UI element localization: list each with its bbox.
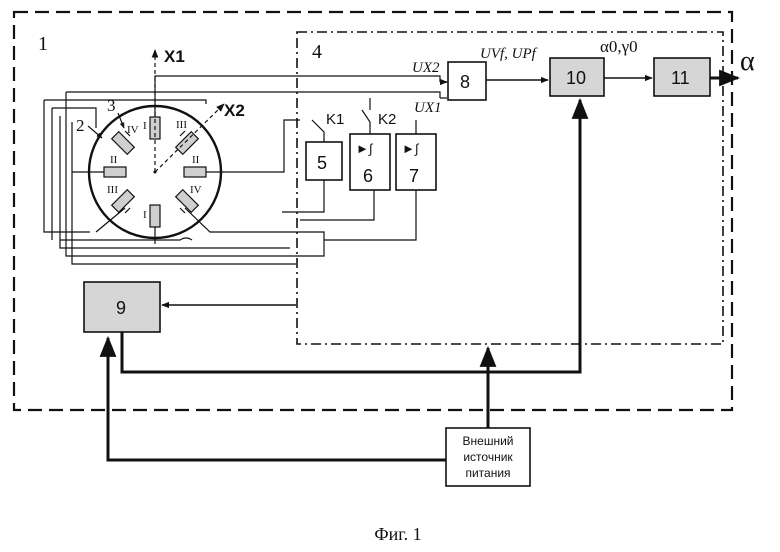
sensor-label-upper-left: IV — [127, 124, 139, 136]
power-supply-line-1: Внешний — [463, 434, 514, 448]
sensor-label-upper-right: III — [176, 119, 187, 131]
sensor-label-lower-left: III — [107, 184, 118, 196]
block-8-label: 8 — [460, 72, 470, 92]
label-frame-1: 1 — [38, 33, 48, 55]
figure-caption: Фиг. 1 — [374, 524, 421, 544]
sensor-label-lower-right: IV — [190, 184, 202, 196]
sensor-label-left: II — [110, 154, 118, 166]
sensor-label-top: I — [143, 120, 147, 132]
block-9-label: 9 — [116, 298, 126, 318]
switch-k2-label: K2 — [378, 111, 396, 128]
block-11-label: 11 — [671, 68, 690, 88]
label-pointer-3: 3 — [107, 96, 116, 115]
signal-ux1-label: UX1 — [414, 100, 442, 116]
sensor-bottom — [150, 205, 160, 227]
axis-x2-label: X2 — [224, 101, 245, 120]
sensor-label-right: II — [192, 154, 200, 166]
power-supply-line-3: питания — [465, 466, 510, 480]
output-alpha-label: α — [740, 46, 755, 77]
power-supply-line-2: источник — [463, 450, 513, 464]
label-frame-4: 4 — [312, 41, 322, 63]
axis-x1-label: X1 — [164, 47, 185, 66]
block-6-symbol: ►∫ — [356, 141, 374, 156]
sensor-label-bottom: I — [143, 209, 147, 221]
sensor-right — [184, 167, 206, 177]
signal-ux2-label: UX2 — [412, 60, 440, 76]
block-7-symbol: ►∫ — [402, 141, 420, 156]
switch-k1-label: K1 — [326, 111, 344, 128]
sensor-left — [104, 167, 126, 177]
output-angles-label: α0,γ0 — [600, 37, 638, 56]
block-6-label: 6 — [363, 166, 373, 186]
block-7-label: 7 — [409, 166, 419, 186]
block-5-label: 5 — [317, 153, 327, 173]
signal-uvf-upf-label: UVf, UPf — [480, 46, 538, 62]
block-10-label: 10 — [566, 68, 586, 88]
label-pointer-2: 2 — [76, 116, 85, 135]
